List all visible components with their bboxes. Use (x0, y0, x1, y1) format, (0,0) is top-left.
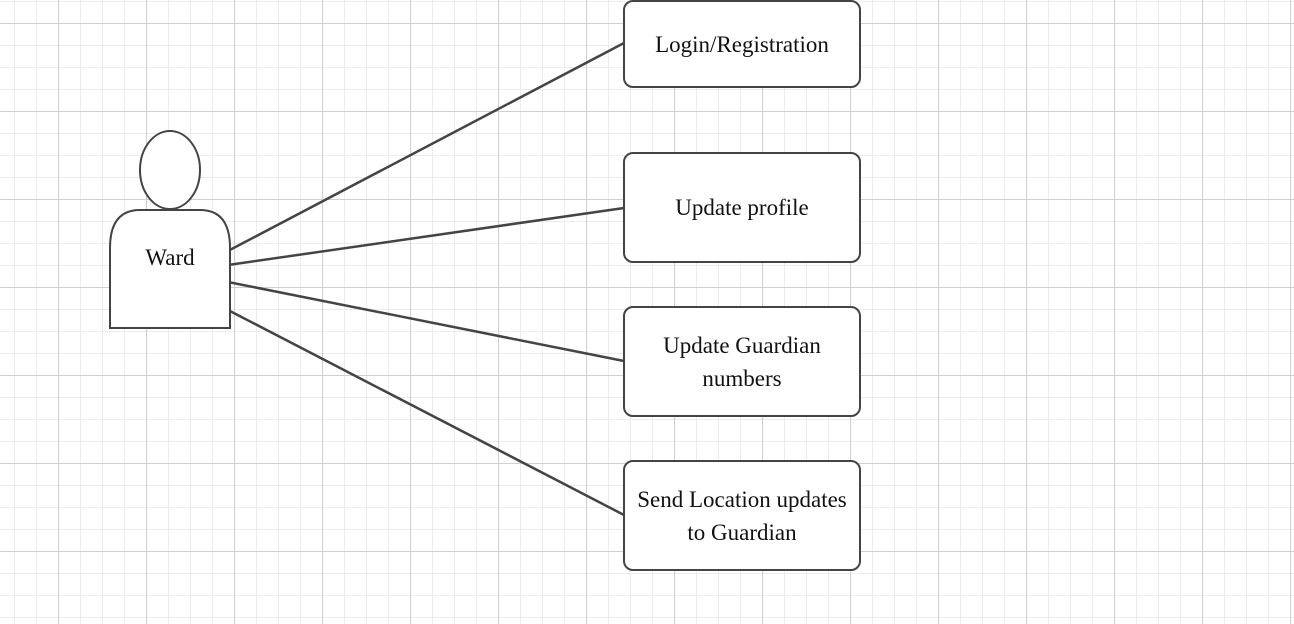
association-update-profile[interactable] (227, 206, 625, 267)
use-case-update-profile[interactable]: Update profile (623, 152, 861, 263)
association-send-location[interactable] (227, 308, 625, 517)
use-case-send-location-updates[interactable]: Send Location updates to Guardian (623, 460, 861, 571)
association-update-guardian[interactable] (227, 280, 625, 363)
use-case-label: Login/Registration (655, 31, 829, 57)
use-case-update-guardian-numbers[interactable]: Update Guardian numbers (623, 306, 861, 417)
use-case-label: Update profile (675, 195, 809, 220)
actor-body (109, 209, 231, 329)
use-case-label: Update Guardian numbers (663, 332, 821, 391)
ward-actor[interactable] (109, 130, 231, 329)
actor-head (139, 130, 201, 210)
use-case-label: Send Location updates to Guardian (637, 486, 847, 545)
actor-label: Ward (145, 245, 195, 270)
association-login[interactable] (225, 41, 625, 254)
use-case-login-registration[interactable]: Login/Registration (623, 0, 861, 88)
